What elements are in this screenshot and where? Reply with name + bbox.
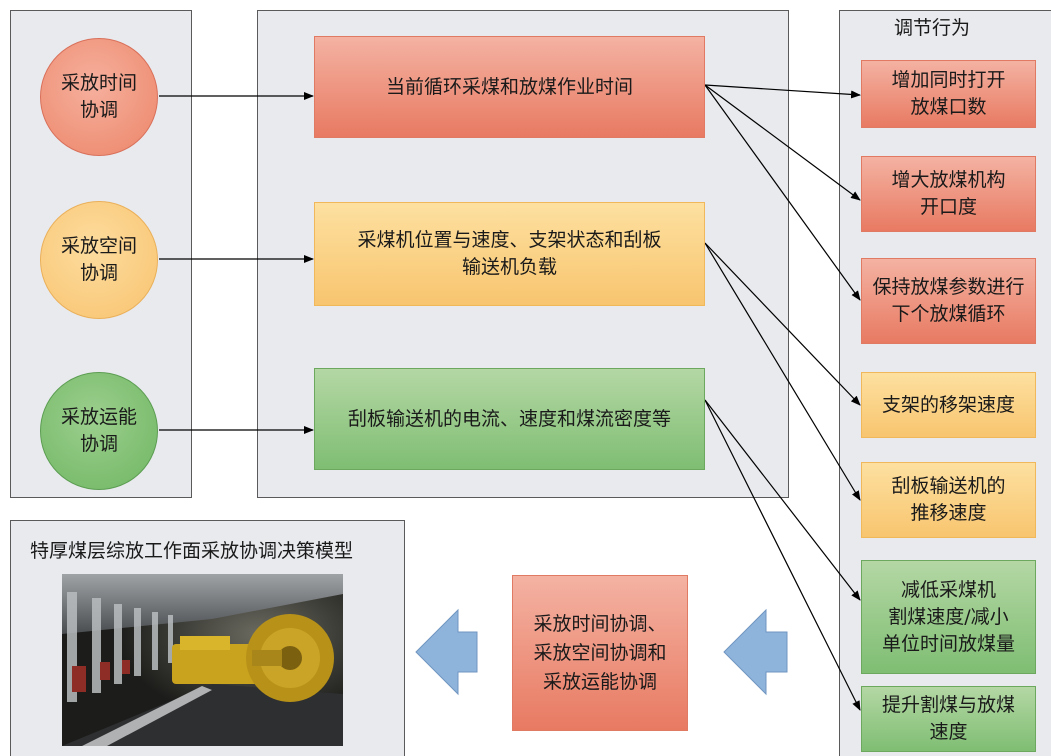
circle-energy-coordination: 采放运能 协调 bbox=[40, 372, 158, 490]
box-combined-coordination: 采放时间协调、 采放空间协调和 采放运能协调 bbox=[512, 575, 688, 731]
longwall-mining-photo bbox=[62, 574, 343, 746]
circle-time-coordination: 采放时间 协调 bbox=[40, 38, 158, 156]
box-operation-time: 当前循环采煤和放煤作业时间 bbox=[314, 36, 705, 138]
action-conveyor-push-speed: 刮板输送机的 推移速度 bbox=[861, 462, 1036, 538]
action-increase-outlets: 增加同时打开 放煤口数 bbox=[861, 60, 1036, 128]
link-red-to-item2 bbox=[704, 84, 861, 201]
link-green-to-item7 bbox=[704, 399, 861, 711]
action-increase-opening: 增大放煤机构 开口度 bbox=[861, 156, 1036, 232]
link-green-to-item6 bbox=[704, 399, 861, 601]
link-red-to-item1 bbox=[704, 84, 861, 99]
action-support-speed: 支架的移架速度 bbox=[861, 372, 1036, 438]
action-keep-parameters: 保持放煤参数进行 下个放煤循环 bbox=[861, 258, 1036, 344]
action-reduce-shearer-speed: 减低采煤机 割煤速度/减小 单位时间放煤量 bbox=[861, 560, 1036, 674]
box-conveyor-status: 刮板输送机的电流、速度和煤流密度等 bbox=[314, 368, 705, 470]
action-increase-speed: 提升割煤与放煤 速度 bbox=[861, 686, 1036, 752]
link-yellow-to-item5 bbox=[704, 242, 861, 501]
box-shearer-status: 采煤机位置与速度、支架状态和刮板 输送机负载 bbox=[314, 202, 705, 306]
link-yellow-to-item4 bbox=[704, 242, 861, 406]
circle-space-coordination: 采放空间 协调 bbox=[40, 201, 158, 319]
link-red-to-item3 bbox=[704, 84, 861, 301]
model-title: 特厚煤层综放工作面采放协调决策模型 bbox=[30, 540, 354, 562]
right-panel-title: 调节行为 bbox=[894, 17, 971, 39]
